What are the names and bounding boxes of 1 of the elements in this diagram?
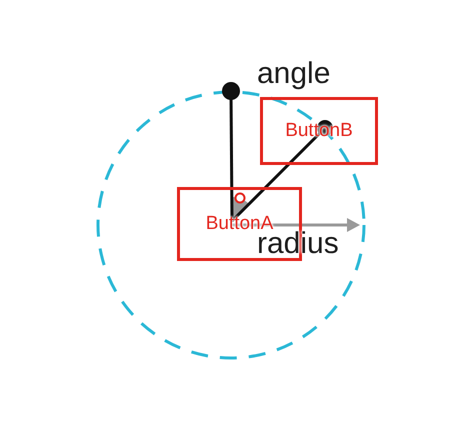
diagram-label: angle xyxy=(257,57,330,91)
